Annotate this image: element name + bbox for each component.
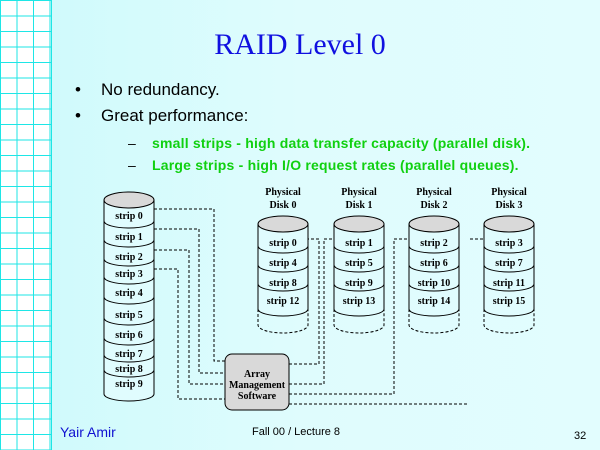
logical-strip-label: strip 9 [115,379,143,390]
strip-separator [408,245,460,254]
strip-separator [408,283,460,292]
strip-separator [103,354,155,363]
bullet-marker: • [75,106,81,125]
strip-separator [257,245,309,254]
strip-separator [483,283,535,292]
connection-line [289,238,409,395]
physical-strip-label: strip 5 [345,258,373,269]
sub-bullet-item: –small strips - high data transfer capac… [128,135,530,151]
logical-disk-top [103,191,155,209]
sub-bullet-text: Large strips - high I/O request rates (p… [152,157,519,173]
physical-disk-top [408,215,460,233]
logical-strip-label: strip 2 [115,252,143,263]
strip-separator [103,296,155,305]
physical-disk-label: Disk 1 [346,200,373,211]
physical-strip-label: strip 6 [420,258,448,269]
physical-disk-label: Disk 0 [270,200,297,211]
physical-disk-body [408,224,460,317]
connection-line [154,249,225,385]
physical-disk-label: Physical [491,187,527,198]
strip-separator [408,264,460,273]
strip-separator [333,264,385,273]
physical-disk-label: Physical [416,187,452,198]
sub-bullet-marker: – [128,157,136,173]
physical-disk-top [333,215,385,233]
physical-strip-label: strip 1 [345,238,373,249]
connection-line [154,228,225,374]
bullet-text: No redundancy. [101,80,220,99]
strip-separator [483,264,535,273]
strip-separator [257,283,309,292]
physical-strip-label: strip 7 [495,258,523,269]
controller-label: Software [238,391,277,402]
controller-label: Array [244,369,270,380]
physical-disk-label: Disk 3 [496,200,523,211]
physical-strip-label: strip 10 [418,278,451,289]
bullet-item: • No redundancy. [75,80,220,100]
connection-line [289,238,334,385]
connection-line [289,238,320,365]
physical-strip-label: strip 9 [345,278,373,289]
bullet-text: Great performance: [101,106,249,125]
physical-strip-label: strip 2 [420,238,448,249]
footer-course: Fall 00 / Lecture 8 [252,426,341,438]
logical-strip-label: strip 7 [115,349,143,360]
strip-separator [333,283,385,292]
strip-separator [103,276,155,285]
logical-strip-label: strip 8 [115,364,143,375]
physical-strip-label: strip 14 [418,296,451,307]
physical-disk-body [483,224,535,317]
physical-strip-label: strip 15 [493,296,526,307]
strip-separator [103,239,155,248]
strip-separator [103,369,155,378]
logical-strip-label: strip 6 [115,330,143,341]
bullet-item: • Great performance: [75,106,248,126]
physical-strip-label: strip 11 [493,278,525,289]
strip-separator [103,317,155,326]
physical-strip-label: strip 0 [269,238,297,249]
physical-disk-top [483,215,535,233]
array-management-box [224,353,290,411]
sub-bullet-text: small strips - high data transfer capaci… [152,135,531,151]
sub-bullet-marker: – [128,135,136,151]
slide-title: RAID Level 0 [214,28,386,61]
logical-strip-label: strip 0 [115,211,143,222]
footer-author: Yair Amir [60,424,116,440]
physical-disk-body [257,224,309,317]
strip-separator [333,245,385,254]
strip-separator [103,220,155,229]
physical-disk-label: Physical [341,187,377,198]
logical-strip-label: strip 5 [115,310,143,321]
strip-separator [257,264,309,273]
strip-separator [103,258,155,267]
physical-strip-label: strip 8 [269,278,297,289]
physical-disk-label: Disk 2 [421,200,448,211]
physical-strip-label: strip 3 [495,238,523,249]
physical-disk-top [257,215,309,233]
logical-strip-label: strip 4 [115,288,143,299]
logical-disk-body [103,200,155,402]
sub-bullet-item: –Large strips - high I/O request rates (… [128,157,519,173]
connection-line [154,208,225,362]
physical-strip-label: strip 12 [267,296,300,307]
logical-strip-label: strip 3 [115,269,143,280]
decorative-grid [0,0,52,450]
physical-strip-label: strip 13 [343,296,376,307]
connection-line [154,268,225,400]
physical-strip-label: strip 4 [269,258,297,269]
controller-label: Management [229,380,286,391]
bullet-marker: • [75,80,81,99]
physical-disk-body [333,224,385,317]
strip-separator [483,245,535,254]
strip-separator [103,337,155,346]
physical-disk-label: Physical [265,187,301,198]
page-number: 32 [574,430,587,442]
logical-strip-label: strip 1 [115,232,143,243]
